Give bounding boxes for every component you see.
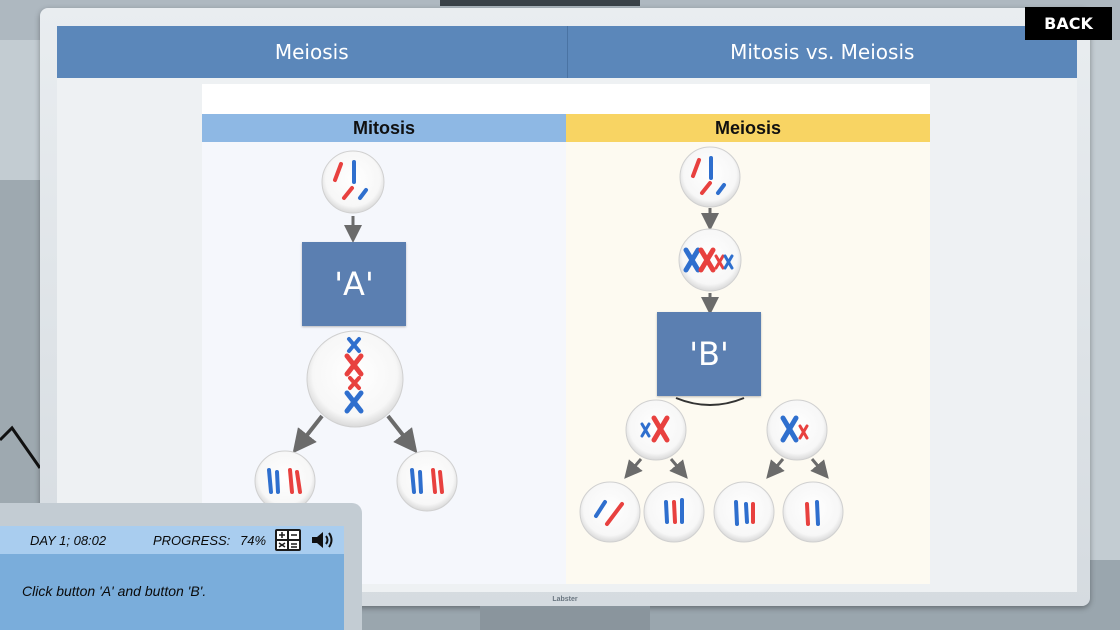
mitosis-daughter-cell-1 bbox=[254, 450, 316, 512]
cell-division-illustration bbox=[254, 146, 844, 543]
mitosis-meiosis-diagram: Mitosis Meiosis bbox=[202, 84, 930, 584]
meiosis-gamete-2 bbox=[643, 481, 705, 543]
meiosis-split-connector bbox=[675, 397, 745, 406]
mitosis-arrow-2 bbox=[292, 414, 324, 454]
meiosis-secondary-cell-1 bbox=[625, 399, 687, 461]
meiosis-secondary-cell-2 bbox=[766, 399, 828, 461]
progress-label: PROGRESS: bbox=[153, 533, 231, 548]
mitosis-column-header: Mitosis bbox=[202, 114, 566, 142]
tab-meiosis[interactable]: Meiosis bbox=[274, 40, 349, 64]
day-time-label: DAY 1; 08:02 bbox=[30, 533, 107, 548]
instruction-text: Click button 'A' and button 'B'. bbox=[22, 583, 207, 599]
background-cabinet bbox=[0, 180, 40, 510]
meiosis-arrow-6 bbox=[810, 458, 829, 479]
meiosis-parent-cell bbox=[679, 146, 741, 208]
background-fixture bbox=[440, 0, 640, 6]
calculator-icon[interactable] bbox=[275, 529, 301, 551]
status-bar: DAY 1; 08:02 PROGRESS: 74% bbox=[0, 526, 344, 554]
meiosis-gamete-3 bbox=[713, 481, 775, 543]
tablet-screen: DAY 1; 08:02 PROGRESS: 74% bbox=[0, 526, 344, 630]
meiosis-arrow-4 bbox=[669, 458, 688, 479]
mitosis-parent-cell bbox=[321, 150, 385, 214]
progress-value: 74% bbox=[240, 533, 267, 548]
background-decoration bbox=[0, 425, 42, 469]
meiosis-gamete-4 bbox=[782, 481, 844, 543]
meiosis-prophase-cell bbox=[678, 228, 742, 292]
meiosis-arrow-5 bbox=[766, 458, 785, 479]
monitor-stand bbox=[480, 606, 650, 630]
mitosis-arrow-3 bbox=[386, 414, 418, 454]
button-a[interactable]: 'A' bbox=[302, 242, 406, 326]
meiosis-column-header: Meiosis bbox=[566, 114, 930, 142]
meiosis-arrow-3 bbox=[624, 458, 643, 479]
tab-mitosis-vs-meiosis[interactable]: Mitosis vs. Meiosis bbox=[566, 26, 1078, 78]
button-b[interactable]: 'B' bbox=[657, 312, 761, 396]
monitor-brand-logo: Labster bbox=[552, 596, 578, 603]
speaker-icon[interactable] bbox=[310, 529, 336, 551]
back-button[interactable]: BACK bbox=[1025, 7, 1112, 40]
mitosis-daughter-cell-2 bbox=[396, 450, 458, 512]
tab-bar: Meiosis Mitosis vs. Meiosis bbox=[57, 26, 1077, 78]
mitosis-metaphase-cell bbox=[306, 330, 404, 428]
tablet-device: DAY 1; 08:02 PROGRESS: 74% bbox=[0, 503, 362, 630]
meiosis-gamete-1 bbox=[579, 481, 641, 543]
